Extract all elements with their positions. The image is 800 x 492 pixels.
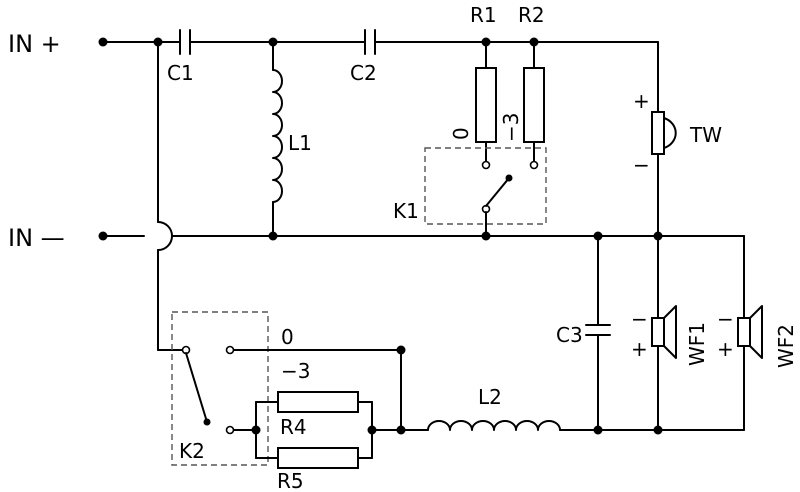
r4-label: R4 [280, 415, 307, 439]
tweeter-minus-label: − [633, 153, 650, 177]
wf2-plus-label: + [717, 337, 734, 361]
c2-label: C2 [350, 61, 377, 85]
input-plus-label: IN + [8, 30, 61, 58]
capacitor-c3 [585, 324, 611, 431]
c3-label: C3 [556, 323, 583, 347]
k1-label: K1 [393, 199, 419, 223]
woofer-wf2 [737, 305, 763, 431]
r2-label: R2 [518, 3, 545, 27]
inductor-l1 [272, 41, 283, 237]
woofer-wf1 [651, 305, 677, 431]
capacitor-c1 [179, 29, 191, 55]
r1-label: R1 [470, 3, 497, 27]
resistor-r4 [255, 391, 373, 459]
wf2-label: WF2 [774, 324, 798, 368]
input-minus-label: IN — [8, 224, 65, 252]
l2-label: L2 [478, 385, 502, 409]
left-vertical-wire [157, 41, 184, 351]
k2-position-3-label: −3 [281, 359, 310, 383]
junction-dots [98, 37, 663, 435]
k1-position-3-label: −3 [499, 113, 523, 142]
tw-label: TW [689, 123, 722, 147]
c1-label: C1 [167, 61, 194, 85]
k2-position-0-label: 0 [281, 325, 294, 349]
k1-position-0-label: 0 [449, 127, 473, 140]
k2-label: K2 [179, 439, 205, 463]
resistor-r1 [475, 41, 497, 164]
tweeter-tw [651, 111, 677, 237]
capacitor-c2 [364, 29, 376, 55]
wf1-plus-label: + [631, 337, 648, 361]
l1-label: L1 [288, 131, 312, 155]
bottom-in-rail [102, 235, 745, 326]
wf1-label: WF1 [685, 322, 709, 366]
switch-k2 [171, 311, 402, 466]
tweeter-plus-label: + [633, 89, 650, 113]
wf1-minus-label: − [631, 307, 648, 331]
resistor-r2 [523, 41, 545, 164]
inductor-l2 [427, 420, 567, 431]
top-rail [102, 41, 659, 113]
r5-label: R5 [277, 469, 304, 492]
wf2-minus-label: − [717, 307, 734, 331]
switch-k1 [424, 147, 547, 237]
